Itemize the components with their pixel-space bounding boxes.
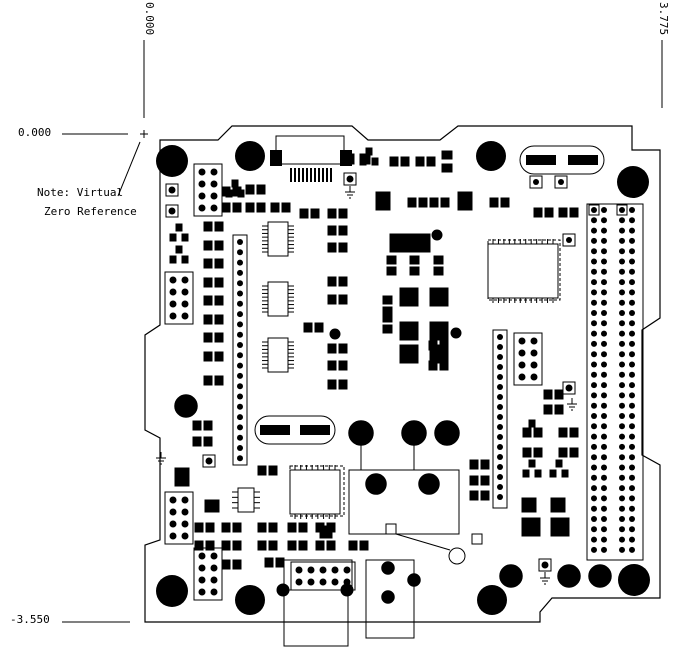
dim-y-zero-label: 0.000 [18, 126, 51, 139]
header-right-main [586, 203, 644, 561]
qfp-chip-lower [289, 465, 345, 517]
relay-footprint [348, 445, 483, 565]
qfp-chip-upper [487, 233, 576, 301]
virtual-zero-marker [140, 130, 148, 138]
note-line-1: Note: Virtual [37, 186, 123, 199]
top-connector [270, 135, 352, 182]
header-left-vertical [232, 234, 248, 466]
bottom-connector-usb [276, 559, 354, 647]
crystal-top-right [519, 145, 605, 189]
dim-x-max-label: 3.775 [657, 2, 670, 35]
ground-symbols [156, 186, 577, 585]
soic-chips [232, 221, 559, 519]
crystal-middle [254, 415, 336, 445]
note-line-2: Zero Reference [44, 205, 137, 218]
header-middle-vertical [492, 329, 508, 509]
board-outline [144, 125, 661, 623]
mounting-holes [156, 141, 650, 615]
dim-y-min-label: -3.550 [10, 613, 50, 626]
small-headers [164, 163, 576, 601]
dimension-lines [62, 40, 663, 623]
round-pads [174, 394, 612, 604]
dim-x-zero-label: 0.000 [143, 2, 156, 35]
bottom-connector-power [365, 559, 415, 639]
smd-components [169, 147, 579, 570]
